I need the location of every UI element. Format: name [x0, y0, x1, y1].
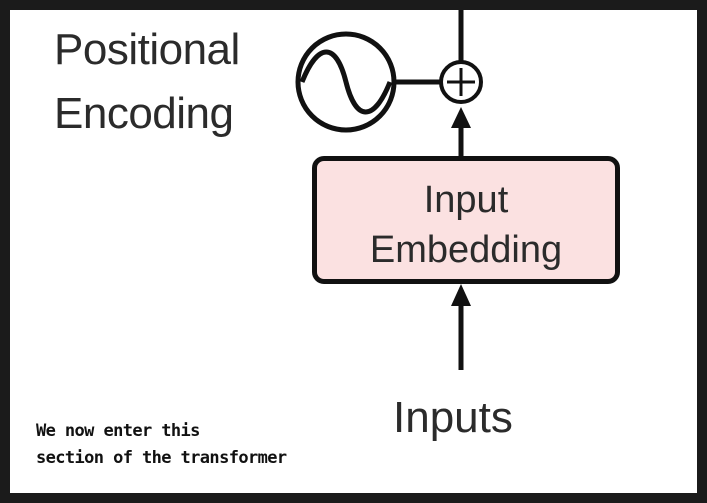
annotation-line1: We now enter this: [36, 421, 200, 441]
transformer-input-diagram: [295, 10, 483, 370]
arrow-inputs-to-embedding: [451, 284, 471, 370]
input-embedding-label-line2: Embedding: [369, 229, 563, 271]
sine-wave-icon: [295, 31, 397, 133]
inputs-label: Inputs: [393, 393, 513, 442]
positional-encoding-label-line2: Encoding: [54, 89, 234, 138]
annotation-line2: section of the transformer: [36, 448, 287, 468]
input-embedding-label-line1: Input: [423, 179, 509, 221]
arrow-embedding-to-add: [451, 107, 471, 156]
positional-encoding-label-line1: Positional: [54, 25, 240, 74]
add-icon: [439, 60, 483, 104]
annotation-note: We now enter this section of the transfo…: [36, 418, 287, 472]
diagram-panel: Positional Encoding Input Embedding Inpu…: [10, 10, 697, 493]
input-embedding-box: Input Embedding: [312, 156, 620, 284]
